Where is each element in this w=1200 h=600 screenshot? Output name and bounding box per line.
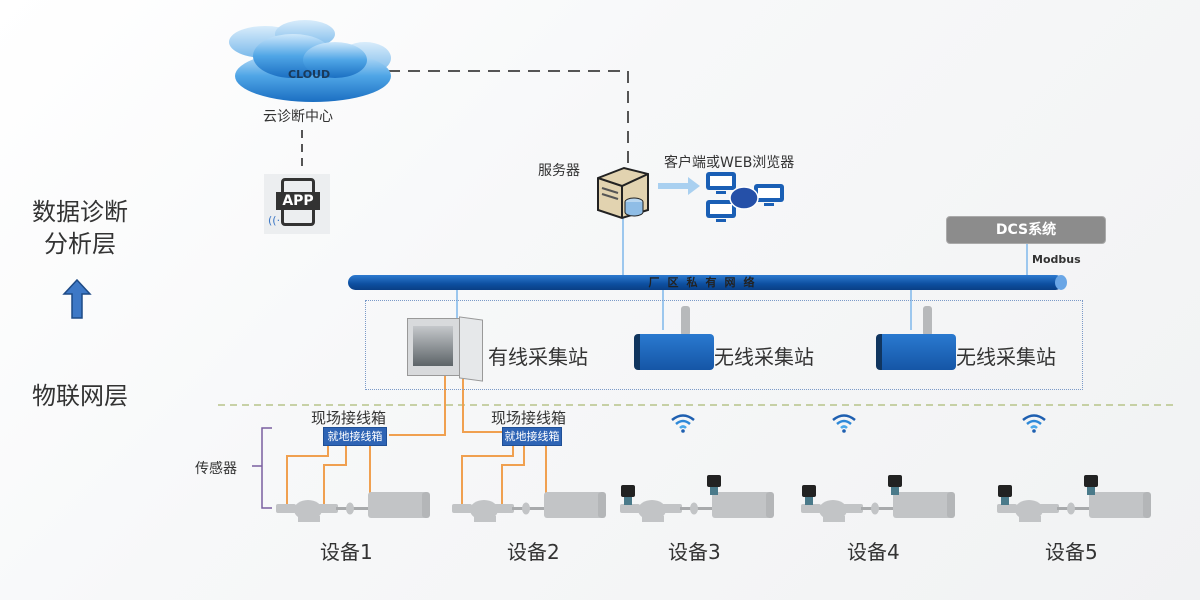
- junction-box-1: 就地接线箱: [323, 427, 387, 446]
- device-label-2: 设备2: [507, 540, 560, 564]
- wifi-icon-device4: [832, 414, 856, 433]
- wifi-icon-device5: [1022, 414, 1046, 433]
- coupling: [522, 502, 530, 515]
- cabinet-interior: [413, 326, 453, 366]
- wireless-sensor: [802, 485, 816, 497]
- wifi-signal-icon: ((·: [268, 214, 281, 227]
- coupling: [690, 502, 698, 515]
- pump-body: [638, 500, 666, 520]
- station-label-wireless-2: 无线采集站: [956, 345, 1056, 369]
- pump-body: [1015, 500, 1043, 520]
- server-label: 服务器: [538, 163, 580, 179]
- device-label-3: 设备3: [668, 540, 721, 564]
- wireless-station-body: [634, 334, 714, 370]
- motor-body: [712, 492, 770, 518]
- wireless-sensor: [888, 475, 902, 487]
- wireless-station-body: [876, 334, 956, 370]
- cloud-label: 云诊断中心: [263, 109, 333, 125]
- pump-inlet: [997, 504, 1017, 513]
- cloud-badge: CLOUD: [288, 68, 331, 81]
- sensor-line-2a: [461, 445, 514, 505]
- station-label-wired: 有线采集站: [488, 345, 588, 369]
- motor-body: [893, 492, 951, 518]
- device-label-1: 设备1: [320, 540, 373, 564]
- wired-station-cabinet: [407, 316, 483, 382]
- motor-body: [368, 492, 426, 518]
- pump-outlet: [1039, 504, 1059, 513]
- collection-stations-frame: [365, 300, 1083, 390]
- server-client-arrow: [658, 177, 700, 195]
- layer-label-iot: 物联网层: [32, 382, 128, 410]
- pump-body: [819, 500, 847, 520]
- station-label-wireless-1: 无线采集站: [714, 345, 814, 369]
- device-label-4: 设备4: [847, 540, 900, 564]
- equipment-device-3: [620, 475, 774, 522]
- equipment-device-5: [997, 475, 1151, 522]
- pump-outlet: [318, 504, 338, 513]
- cloud-icon: [229, 20, 391, 102]
- pump-outlet: [843, 504, 863, 513]
- equipment-device-2: [452, 492, 606, 522]
- junction-box-2: 就地接线箱: [502, 427, 562, 446]
- layer-label-analysis-line2: 分析层: [44, 230, 116, 258]
- layer-label-analysis-line1: 数据诊断: [32, 198, 128, 226]
- pump-outlet: [662, 504, 682, 513]
- pump-outlet: [494, 504, 514, 513]
- wireless-sensor: [1084, 475, 1098, 487]
- wired-line-jbox1: [389, 368, 446, 436]
- pump-inlet: [276, 504, 296, 513]
- equipment-device-1: [276, 492, 430, 522]
- up-arrow-icon: [62, 278, 92, 319]
- plant-network-bus: 厂区私有网络: [348, 275, 1063, 290]
- layer-label-analysis: 数据诊断 分析层: [20, 196, 140, 260]
- sensor-line-1b: [323, 445, 347, 505]
- app-tile: APP ((·: [264, 174, 330, 234]
- antenna-icon: [681, 306, 690, 336]
- cabinet-door: [459, 316, 483, 382]
- coupling: [871, 502, 879, 515]
- client-computers-icon: [706, 172, 784, 222]
- server-icon: [597, 166, 649, 220]
- dcs-system-box: DCS系统: [946, 216, 1106, 244]
- pump-body: [294, 500, 322, 520]
- sensor-line-1a: [286, 445, 329, 505]
- pump-inlet: [801, 504, 821, 513]
- device-label-5: 设备5: [1045, 540, 1098, 564]
- equipment-device-4: [801, 475, 955, 522]
- wireless-sensor: [621, 485, 635, 497]
- app-label: APP: [276, 192, 320, 210]
- motor-body: [544, 492, 602, 518]
- wifi-icon-device3: [671, 414, 695, 433]
- pump-inlet: [620, 504, 640, 513]
- pump-inlet: [452, 504, 472, 513]
- wireless-sensor: [707, 475, 721, 487]
- cloud-server-link: [388, 70, 629, 165]
- client-label: 客户端或WEB浏览器: [664, 155, 795, 171]
- sensor-bracket: [252, 427, 272, 509]
- sensors-label: 传感器: [195, 461, 237, 477]
- pump-body: [470, 500, 498, 520]
- wireless-station-device-2: [876, 306, 956, 372]
- modbus-label: Modbus: [1032, 253, 1081, 266]
- junction-title-1: 现场接线箱: [311, 409, 387, 427]
- sensor-line-2b: [501, 445, 525, 505]
- wireless-sensor: [998, 485, 1012, 497]
- wireless-station-device-1: [634, 306, 714, 372]
- coupling: [1067, 502, 1075, 515]
- antenna-icon: [923, 306, 932, 336]
- motor-body: [1089, 492, 1147, 518]
- bus-end-cap: [1055, 275, 1067, 290]
- coupling: [346, 502, 354, 515]
- junction-title-2: 现场接线箱: [491, 409, 567, 427]
